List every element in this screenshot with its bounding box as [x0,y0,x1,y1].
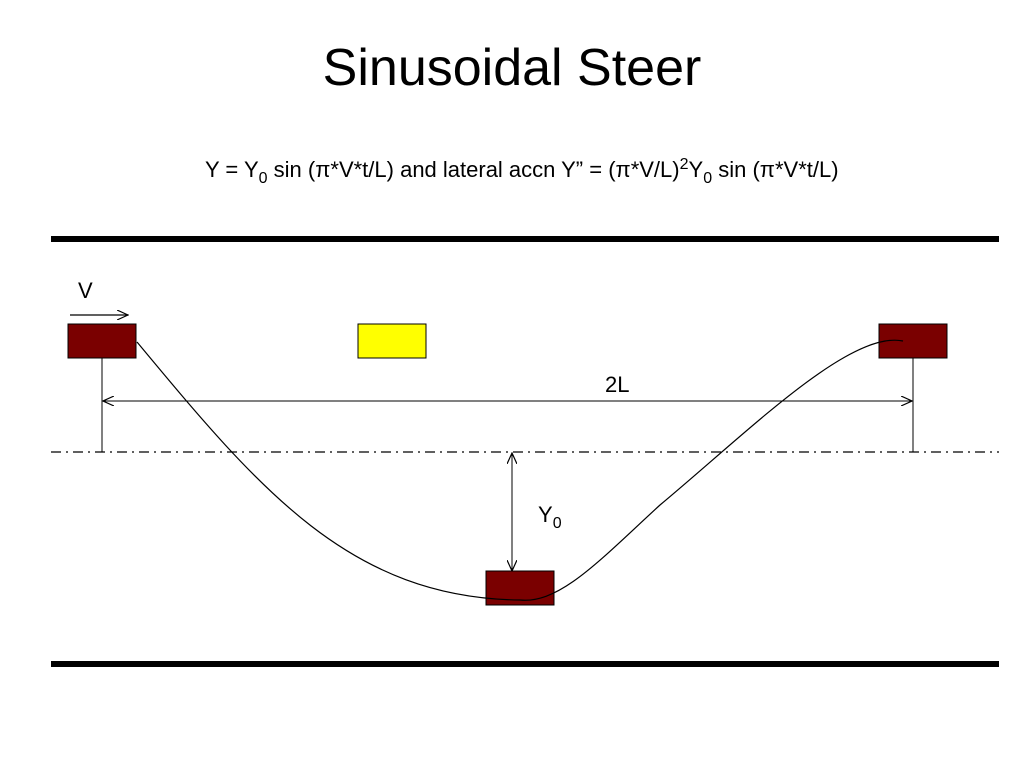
velocity-label: V [78,278,93,303]
vehicle-end [878,323,948,359]
obstacle [357,323,427,359]
formula-superscript: 2 [679,156,689,173]
formula-part-1: Y = Y [205,157,259,182]
formula-subscript-1: 0 [258,170,268,187]
slide-title: Sinusoidal Steer [322,39,702,97]
amplitude-label-subscript: 0 [552,515,562,532]
amplitude-label: Y0 [538,502,562,532]
formula-part-3: Y [688,157,704,182]
amplitude-label-base: Y [538,502,553,527]
formula-part-4: sin (π*V*t/L) [712,157,839,182]
steer-formula: Y = Y0 sin (π*V*t/L) and lateral accn Y”… [205,155,839,187]
vehicle-start [67,323,137,359]
formula-subscript-2: 0 [703,170,713,187]
distance-label: 2L [605,372,630,397]
formula-part-2: sin (π*V*t/L) and lateral accn Y” = (π*V… [267,157,680,182]
sinusoidal-path [136,339,904,601]
